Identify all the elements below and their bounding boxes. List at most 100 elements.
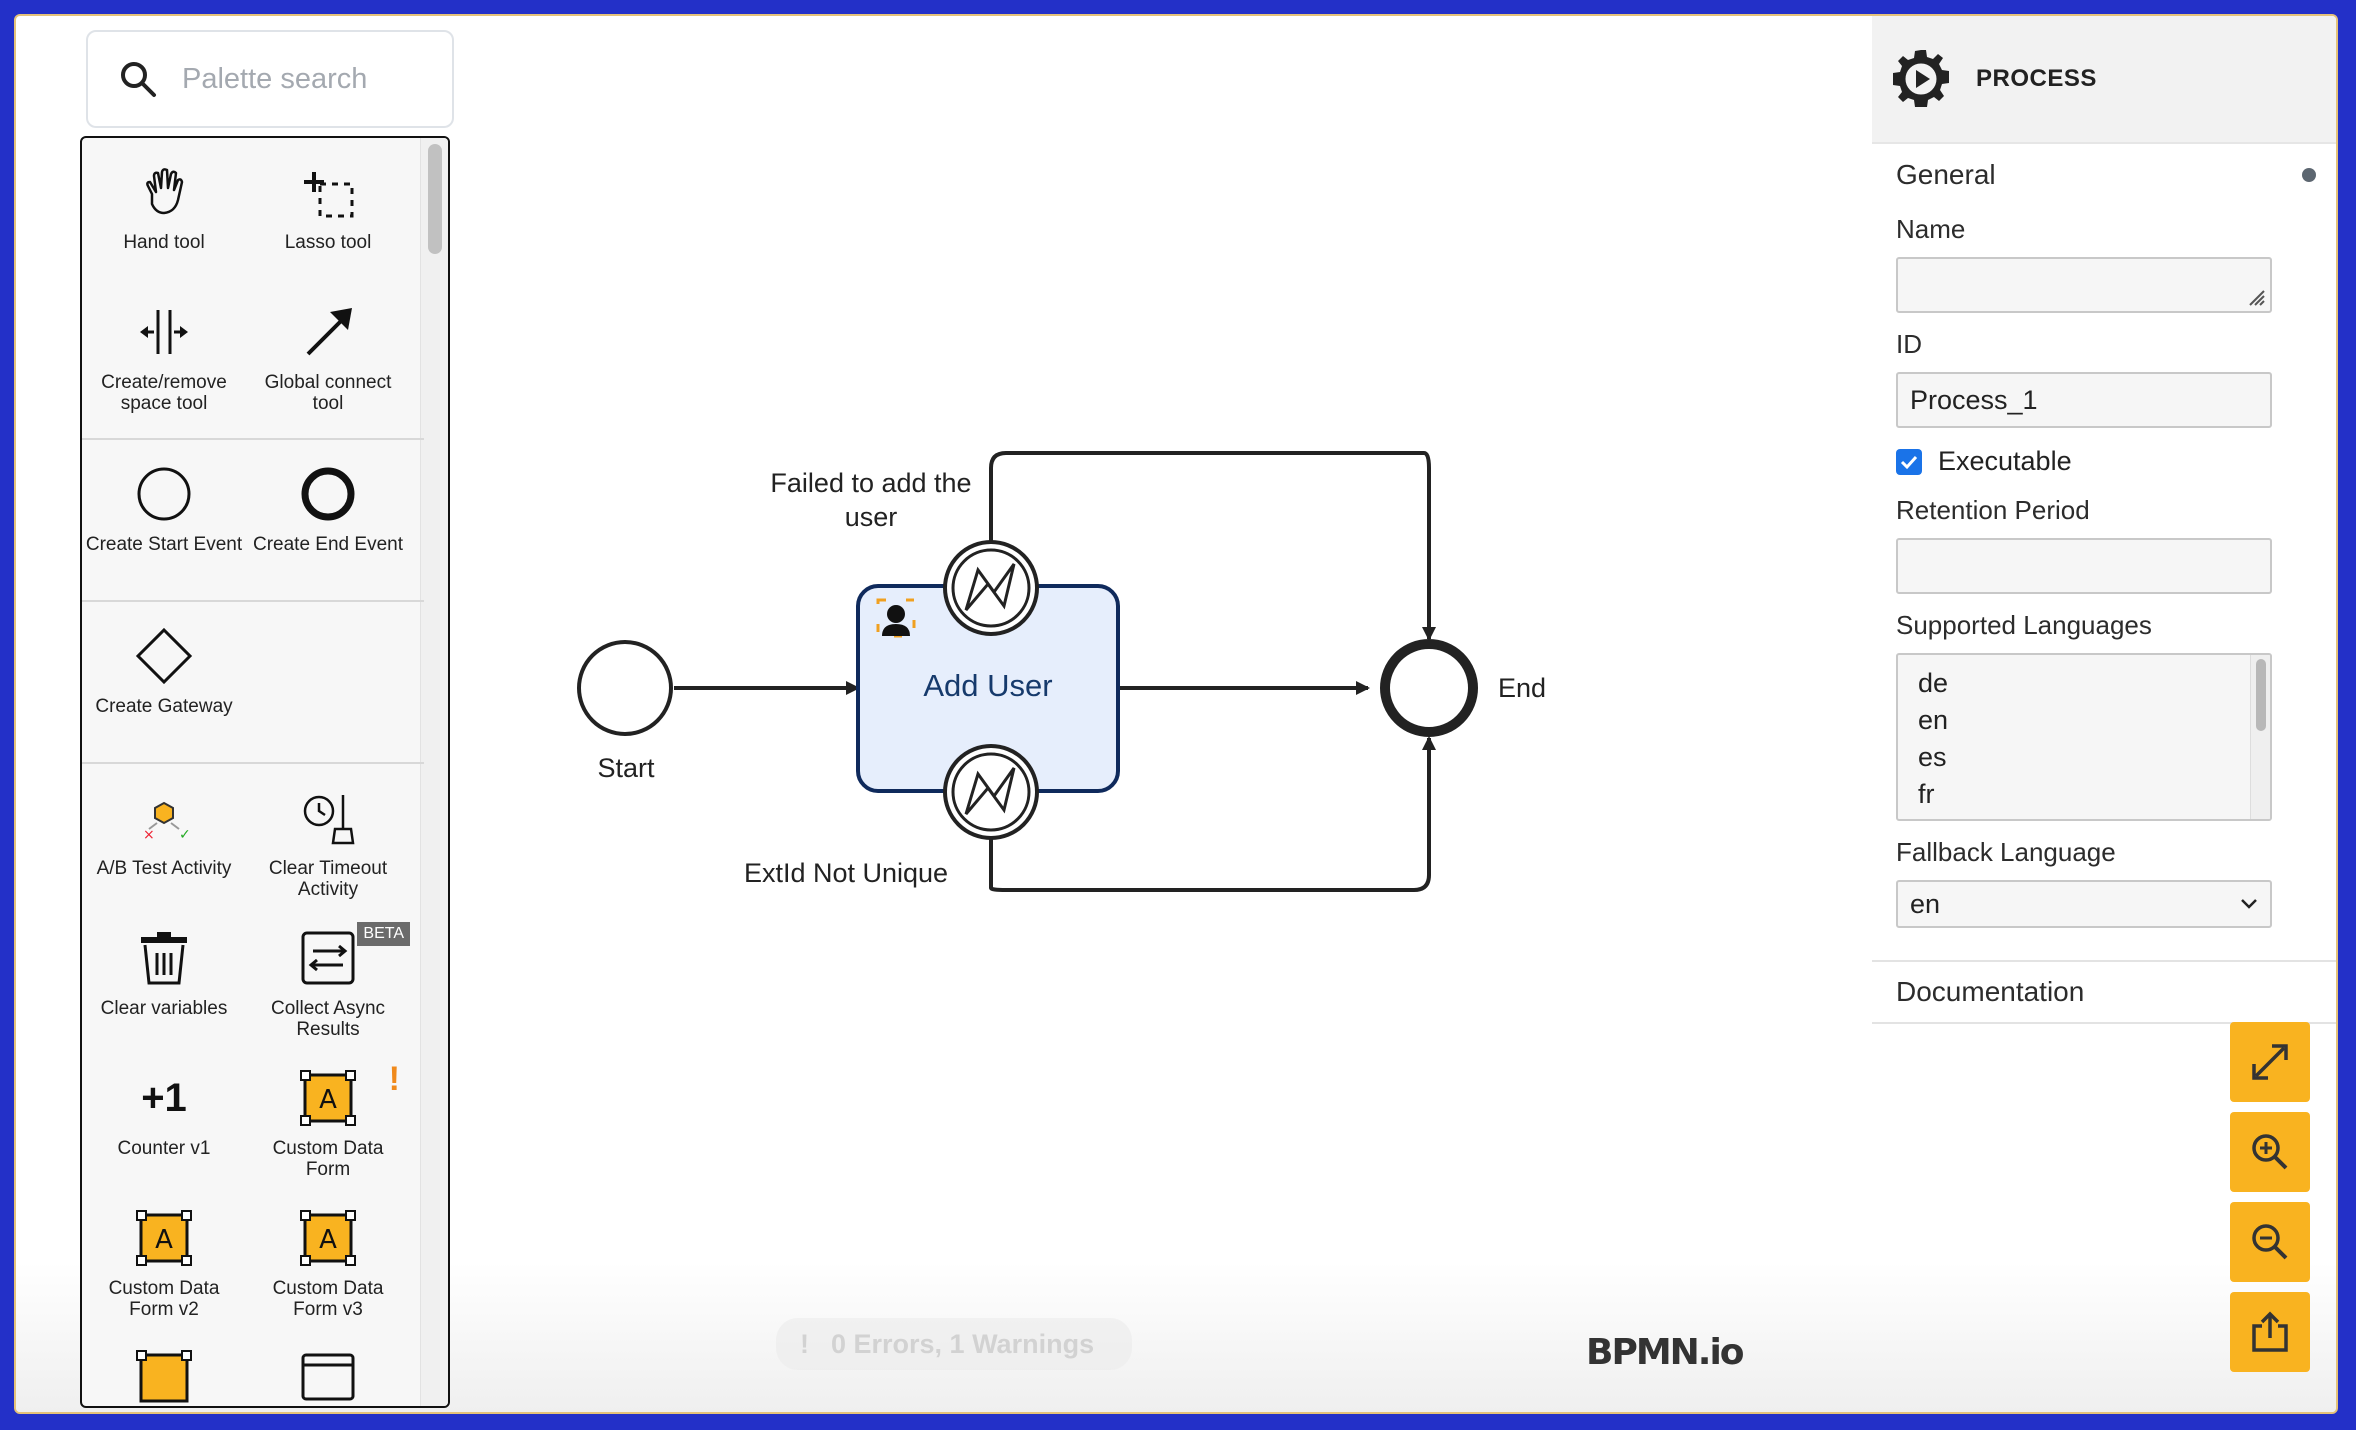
export-button[interactable] [2230,1292,2310,1372]
svg-text:✓: ✓ [179,827,191,843]
palette-item-label: Custom Data Form v2 [108,1278,220,1320]
palette-group-events: Create Start Event Create End Event [82,440,424,602]
palette-item-label: Hand tool [123,232,205,253]
palette-item-lasso-tool[interactable]: Lasso tool [246,148,410,288]
user-task-icon [876,598,916,638]
connect-arrow-icon [298,302,358,362]
properties-title: PROCESS [1976,65,2097,92]
browser-window-icon [298,1348,358,1406]
diagram-canvas[interactable] [16,16,2338,1414]
zoom-in-button[interactable] [2230,1112,2310,1192]
palette-item-custom-data-form-v2[interactable]: A Custom Data Form v2 [82,1194,246,1334]
palette-item-hand-tool[interactable]: Hand tool [82,148,246,288]
id-field[interactable]: Process_1 [1896,372,2272,428]
list-item[interactable]: en [1918,705,1949,735]
properties-panel: PROCESS General Name ID Process_1 Execut… [1872,16,2336,1024]
bpmn-io-logo[interactable]: BPMN.io [1586,1332,1745,1373]
palette-search[interactable] [86,30,454,128]
palette-item-label: Create End Event [253,534,403,555]
error-boundary-event-top[interactable] [943,540,1039,636]
end-event-icon [298,464,358,524]
start-event-icon [134,464,194,524]
executable-checkbox-row[interactable]: Executable [1896,446,2274,477]
languages-list[interactable]: de en es fr it [1896,653,2272,821]
palette-item-custom-data-form-v3[interactable]: A Custom Data Form v3 [246,1194,410,1334]
hand-icon [134,162,194,222]
palette-item-partial-2[interactable] [246,1334,410,1406]
palette-item-global-connect[interactable]: Global connect tool [246,288,410,428]
palette-scrollbar-track[interactable] [420,138,448,1406]
palette-group-gateways: Create Gateway [82,602,424,764]
trash-icon [134,928,194,988]
list-item[interactable]: it [1918,813,2270,819]
list-item[interactable]: fr [1918,779,1935,809]
languages-label: Supported Languages [1896,610,2152,640]
end-event-label: End [1498,673,1547,703]
palette-item-counter[interactable]: +1 Counter v1 [82,1054,246,1194]
modeler-window: Start Add User End Failed to add the use… [14,14,2338,1414]
fallback-value: en [1910,888,1941,919]
list-item[interactable]: es [1918,742,1947,772]
gateway-icon [134,626,194,686]
chevron-down-icon [2241,899,2257,909]
executable-label: Executable [1938,446,2072,476]
fallback-language-select[interactable]: en [1896,880,2272,928]
space-tool-icon [134,302,194,362]
palette-item-gateway[interactable]: Create Gateway [82,612,246,752]
palette-item-custom-data-form[interactable]: ! A Custom Data Form [246,1054,410,1194]
list-item[interactable]: de [1918,668,1949,698]
palette-item-clear-variables[interactable]: Clear variables [82,914,246,1054]
executable-checkbox[interactable] [1896,448,1922,475]
palette-scrollbar-thumb[interactable] [428,144,442,254]
process-gear-icon [1893,50,1949,107]
check-icon [1900,455,1918,469]
palette-item-label: Create Gateway [95,696,233,717]
palette-group-activities: ×✓ A/B Test Activity Clear Timeout Activ… [82,764,424,1406]
palette-item-label: A/B Test Activity [96,858,232,879]
name-label: Name [1896,214,1966,244]
exclamation-icon: ! [800,1328,809,1359]
section-divider [1872,960,2336,962]
palette-item-collect-async[interactable]: BETA Collect Async Results [246,914,410,1054]
sequence-flow-error-top[interactable] [989,451,1436,641]
beta-badge: BETA [357,922,410,946]
zoom-out-button[interactable] [2230,1202,2310,1282]
fit-viewport-button[interactable] [2230,1022,2310,1102]
error-boundary-event-bottom[interactable] [943,744,1039,840]
palette-item-clear-timeout[interactable]: Clear Timeout Activity [246,774,410,914]
end-event[interactable] [1380,639,1478,737]
lint-status[interactable]: ! 0 Errors, 1 Warnings [776,1318,1132,1370]
resize-grip-icon[interactable] [2244,285,2266,307]
palette-item-partial-1[interactable] [82,1334,246,1406]
palette-item-label: Create/remove space tool [101,372,227,414]
palette-item-label: Global connect tool [264,372,392,414]
palette-search-input[interactable] [182,62,422,96]
section-changed-indicator [2302,168,2316,182]
palette-group-tools: Hand tool Lasso tool Create/remove space… [82,138,424,440]
properties-header: PROCESS [1872,16,2336,144]
palette-item-ab-test[interactable]: ×✓ A/B Test Activity [82,774,246,914]
lasso-icon [298,162,358,222]
fallback-label: Fallback Language [1896,837,2116,867]
palette-item-label: Create Start Event [85,534,243,555]
error-bottom-label: ExtId Not Unique [743,858,949,888]
documentation-section-header[interactable]: Documentation [1872,962,2336,1024]
languages-scrollbar-thumb[interactable] [2256,659,2266,731]
general-section-header[interactable]: General [1872,144,2336,206]
retention-field[interactable] [1896,538,2272,594]
counter-icon: +1 [141,1075,187,1120]
search-icon [121,62,156,97]
palette-item-space-tool[interactable]: Create/remove space tool [82,288,246,428]
svg-text:A: A [155,1225,173,1255]
expand-arrows-icon [2252,1044,2288,1080]
palette-item-label: Clear variables [100,998,228,1019]
start-event[interactable] [577,640,673,736]
name-field[interactable] [1896,257,2272,313]
palette-item-start-event[interactable]: Create Start Event [82,450,246,590]
form-a-icon [134,1348,194,1406]
sequence-flow-error-bottom[interactable] [989,736,1436,892]
palette-item-end-event[interactable]: Create End Event [246,450,410,590]
svg-text:×: × [143,827,155,843]
ab-test-icon: ×✓ [134,788,194,848]
zoom-out-icon [2252,1224,2288,1260]
